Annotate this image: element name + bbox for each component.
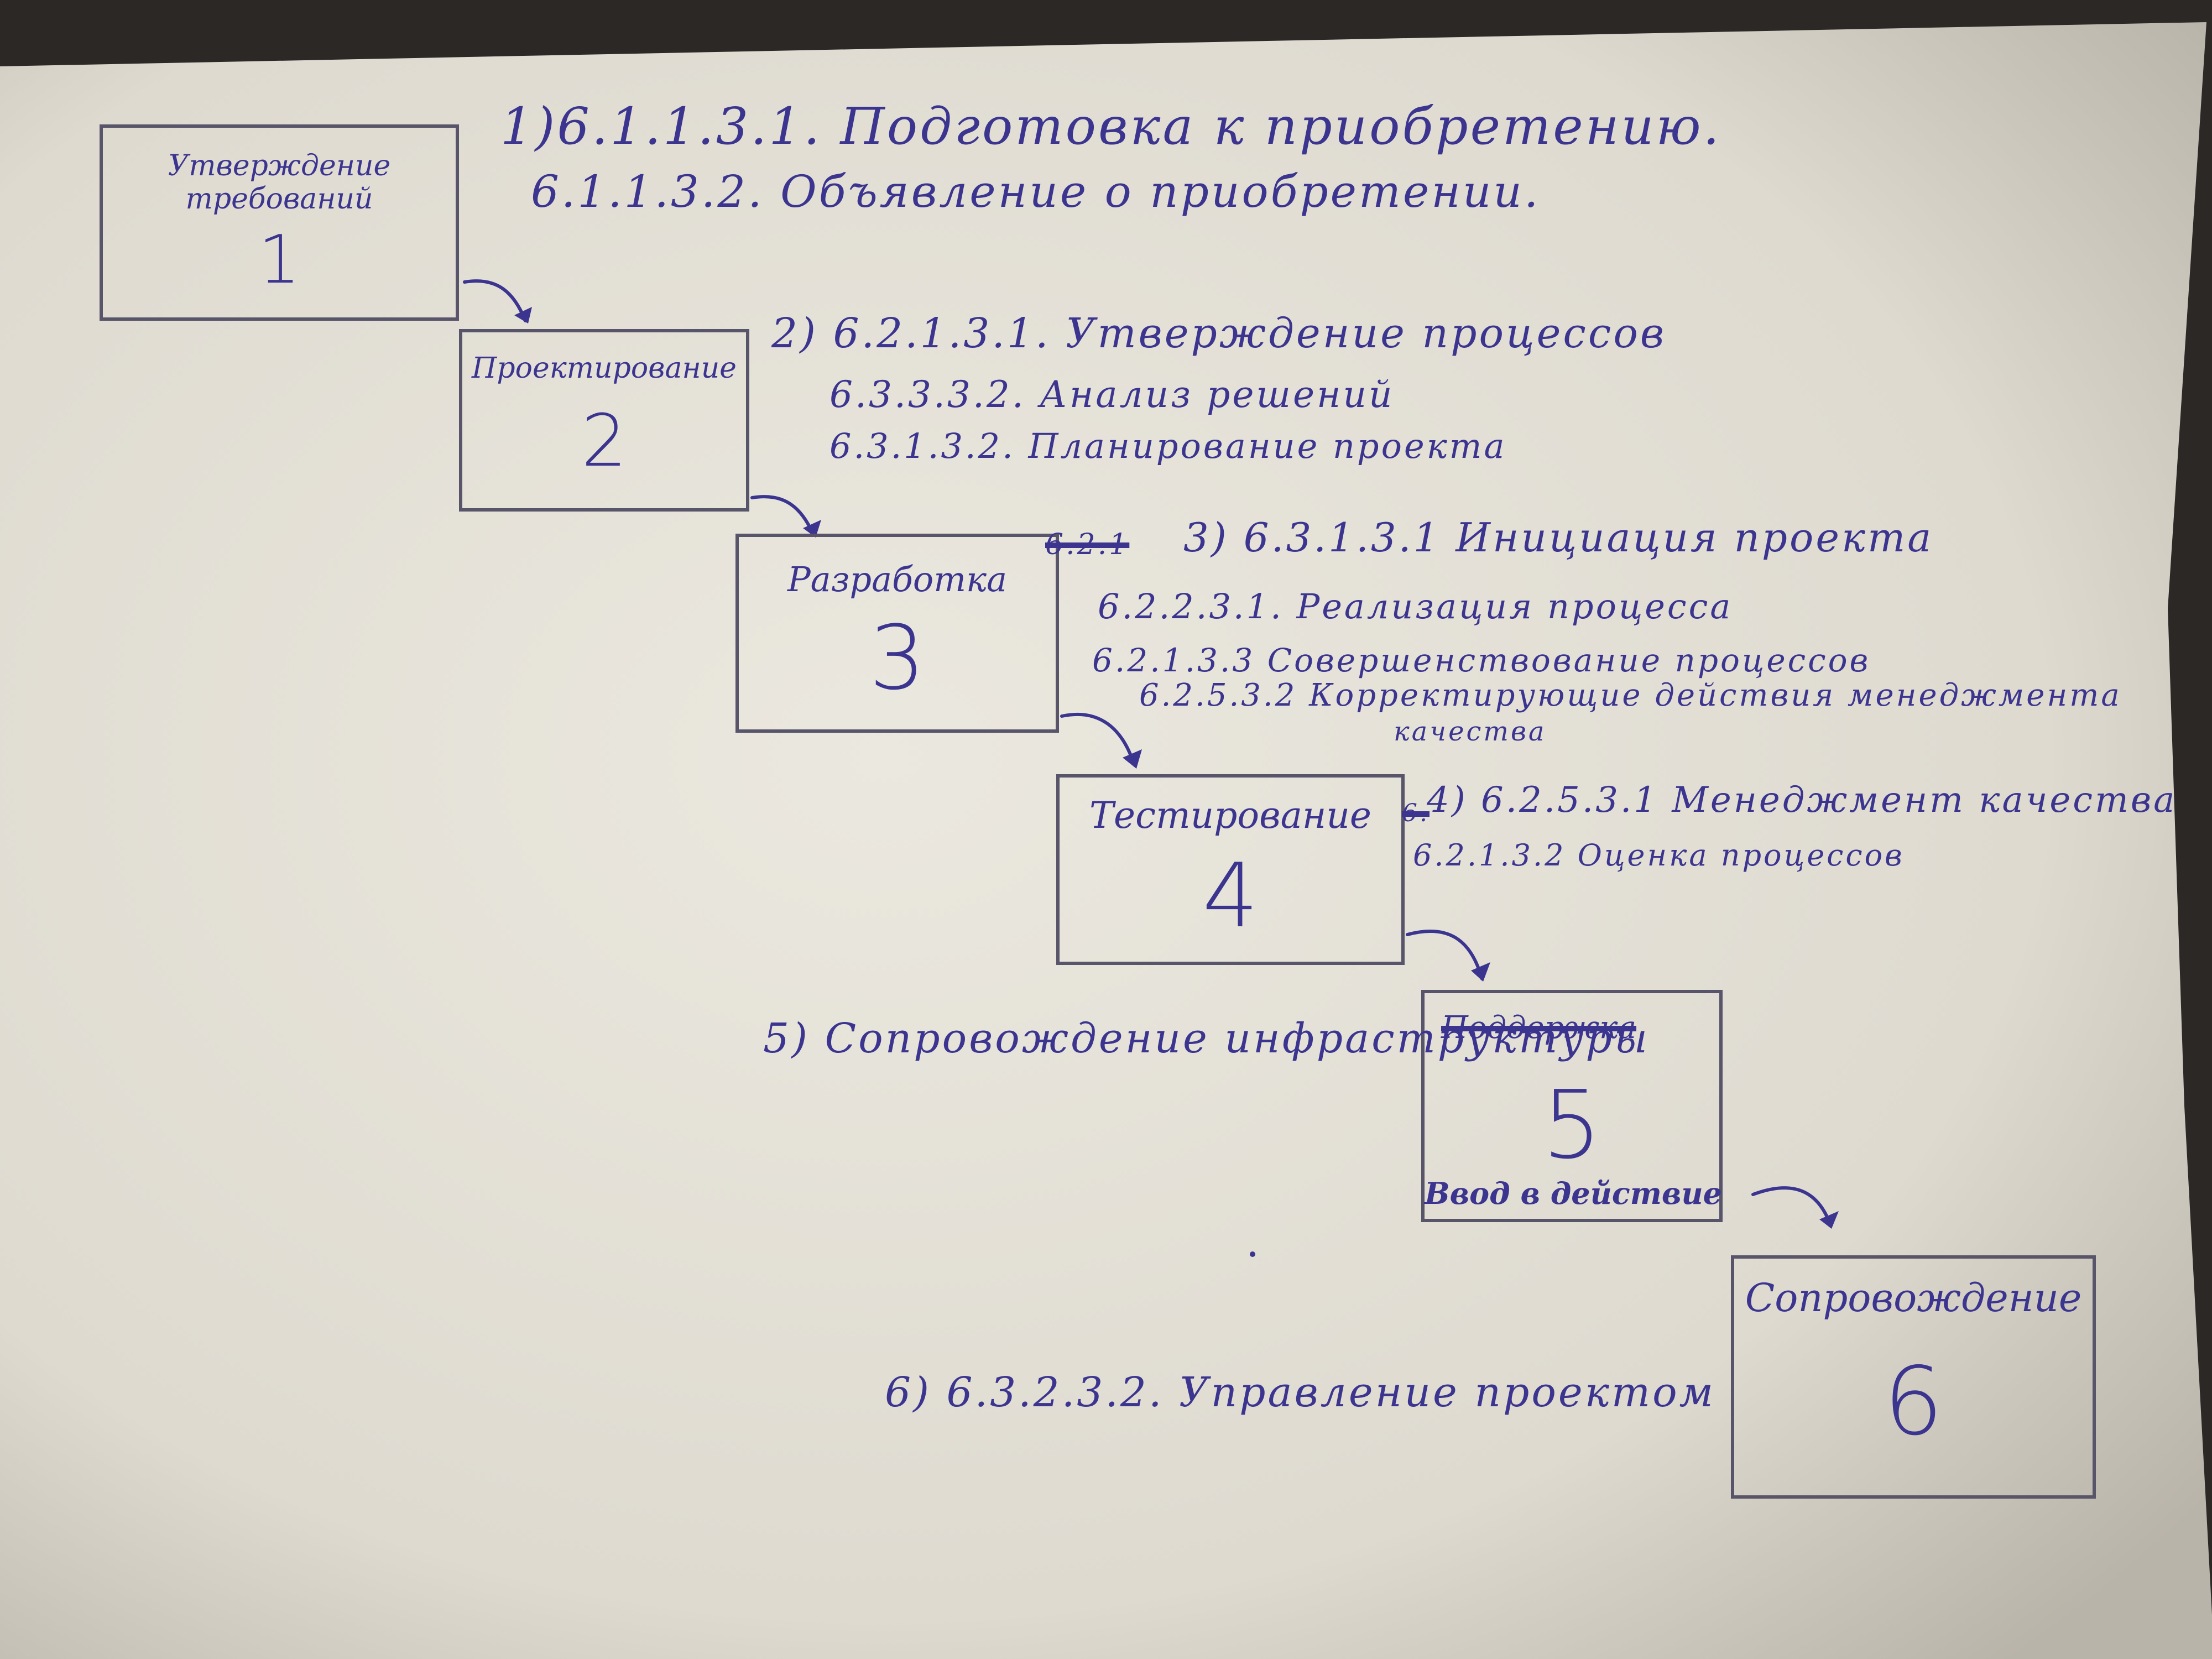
stage-label: Ввод в действие bbox=[1425, 1176, 1722, 1211]
note-1-line-2: 6.1.1.3.2. Объявление о приобретении. bbox=[531, 166, 1541, 217]
stage-number: 5 bbox=[1542, 1071, 1602, 1180]
arrow-1-2 bbox=[463, 279, 527, 322]
stage-box-4: Тестирование 4 bbox=[1056, 774, 1405, 965]
note-2-line-3: 6.3.1.3.2. Планирование проекта bbox=[830, 426, 1507, 466]
note-2-line-1: 2) 6.2.1.3.1. Утверждение процессов bbox=[771, 310, 1666, 357]
stage-label: Сопровождение bbox=[1745, 1275, 2082, 1321]
note-4-line-1: 4) 6.2.5.3.1 Менеджмент качества bbox=[1427, 780, 2177, 821]
stage-box-2: Проектирование 2 bbox=[459, 329, 749, 512]
stage-label: Разработка bbox=[787, 559, 1008, 599]
stage-box-1: Утверждение требований 1 bbox=[100, 124, 459, 321]
stage-label: Проектирование bbox=[472, 352, 737, 385]
note-3-line-2: 6.2.2.3.1. Реализация процесса bbox=[1098, 586, 1733, 627]
stage-label: Тестирование bbox=[1089, 794, 1371, 837]
stage-box-3: Разработка 3 bbox=[735, 534, 1059, 733]
note-5: 5) Сопровождение инфраструктуры bbox=[763, 1015, 1650, 1062]
stage-box-6: Сопровождение 6 bbox=[1731, 1255, 2096, 1499]
note-3-line-3: 6.2.1.3.3 Совершенствование процессов bbox=[1092, 641, 1871, 679]
arrow-5-6 bbox=[1751, 1186, 1832, 1227]
stage-number: 1 bbox=[258, 222, 301, 299]
note-3-line-1: 3) 6.3.1.3.1 Инициация проекта bbox=[1183, 514, 1934, 561]
arrow-4-5 bbox=[1406, 929, 1484, 980]
note-3-line-5: качества bbox=[1394, 716, 1547, 747]
note-6: 6) 6.3.2.3.2. Управление проектом bbox=[885, 1369, 1715, 1416]
stage-number: 6 bbox=[1883, 1347, 1944, 1457]
note-2-line-2: 6.3.3.3.2. Анализ решений bbox=[830, 373, 1395, 416]
note-3-crossed: 6.2.1 bbox=[1045, 528, 1130, 561]
arrow-3-4 bbox=[1060, 712, 1135, 765]
note-4-line-2: 6.2.1.3.2 Оценка процессов bbox=[1413, 838, 1905, 873]
stage-label: Утверждение требований bbox=[168, 149, 391, 216]
stage-box-5: Поддержка 5 Ввод в действие bbox=[1421, 990, 1723, 1222]
note-3-line-4: 6.2.5.3.2 Корректирующие действия менедж… bbox=[1139, 677, 2122, 713]
stage-number: 4 bbox=[1202, 844, 1259, 947]
stage-number: 3 bbox=[869, 606, 926, 709]
note-4-crossed: 6. bbox=[1402, 799, 1430, 827]
stage-number: 2 bbox=[581, 399, 627, 483]
stage-label-crossed: Поддержка bbox=[1441, 1010, 1637, 1046]
note-1-line-1: 1)6.1.1.3.1. Подготовка к приобретению. bbox=[500, 97, 1721, 156]
arrow-2-3 bbox=[750, 495, 815, 535]
